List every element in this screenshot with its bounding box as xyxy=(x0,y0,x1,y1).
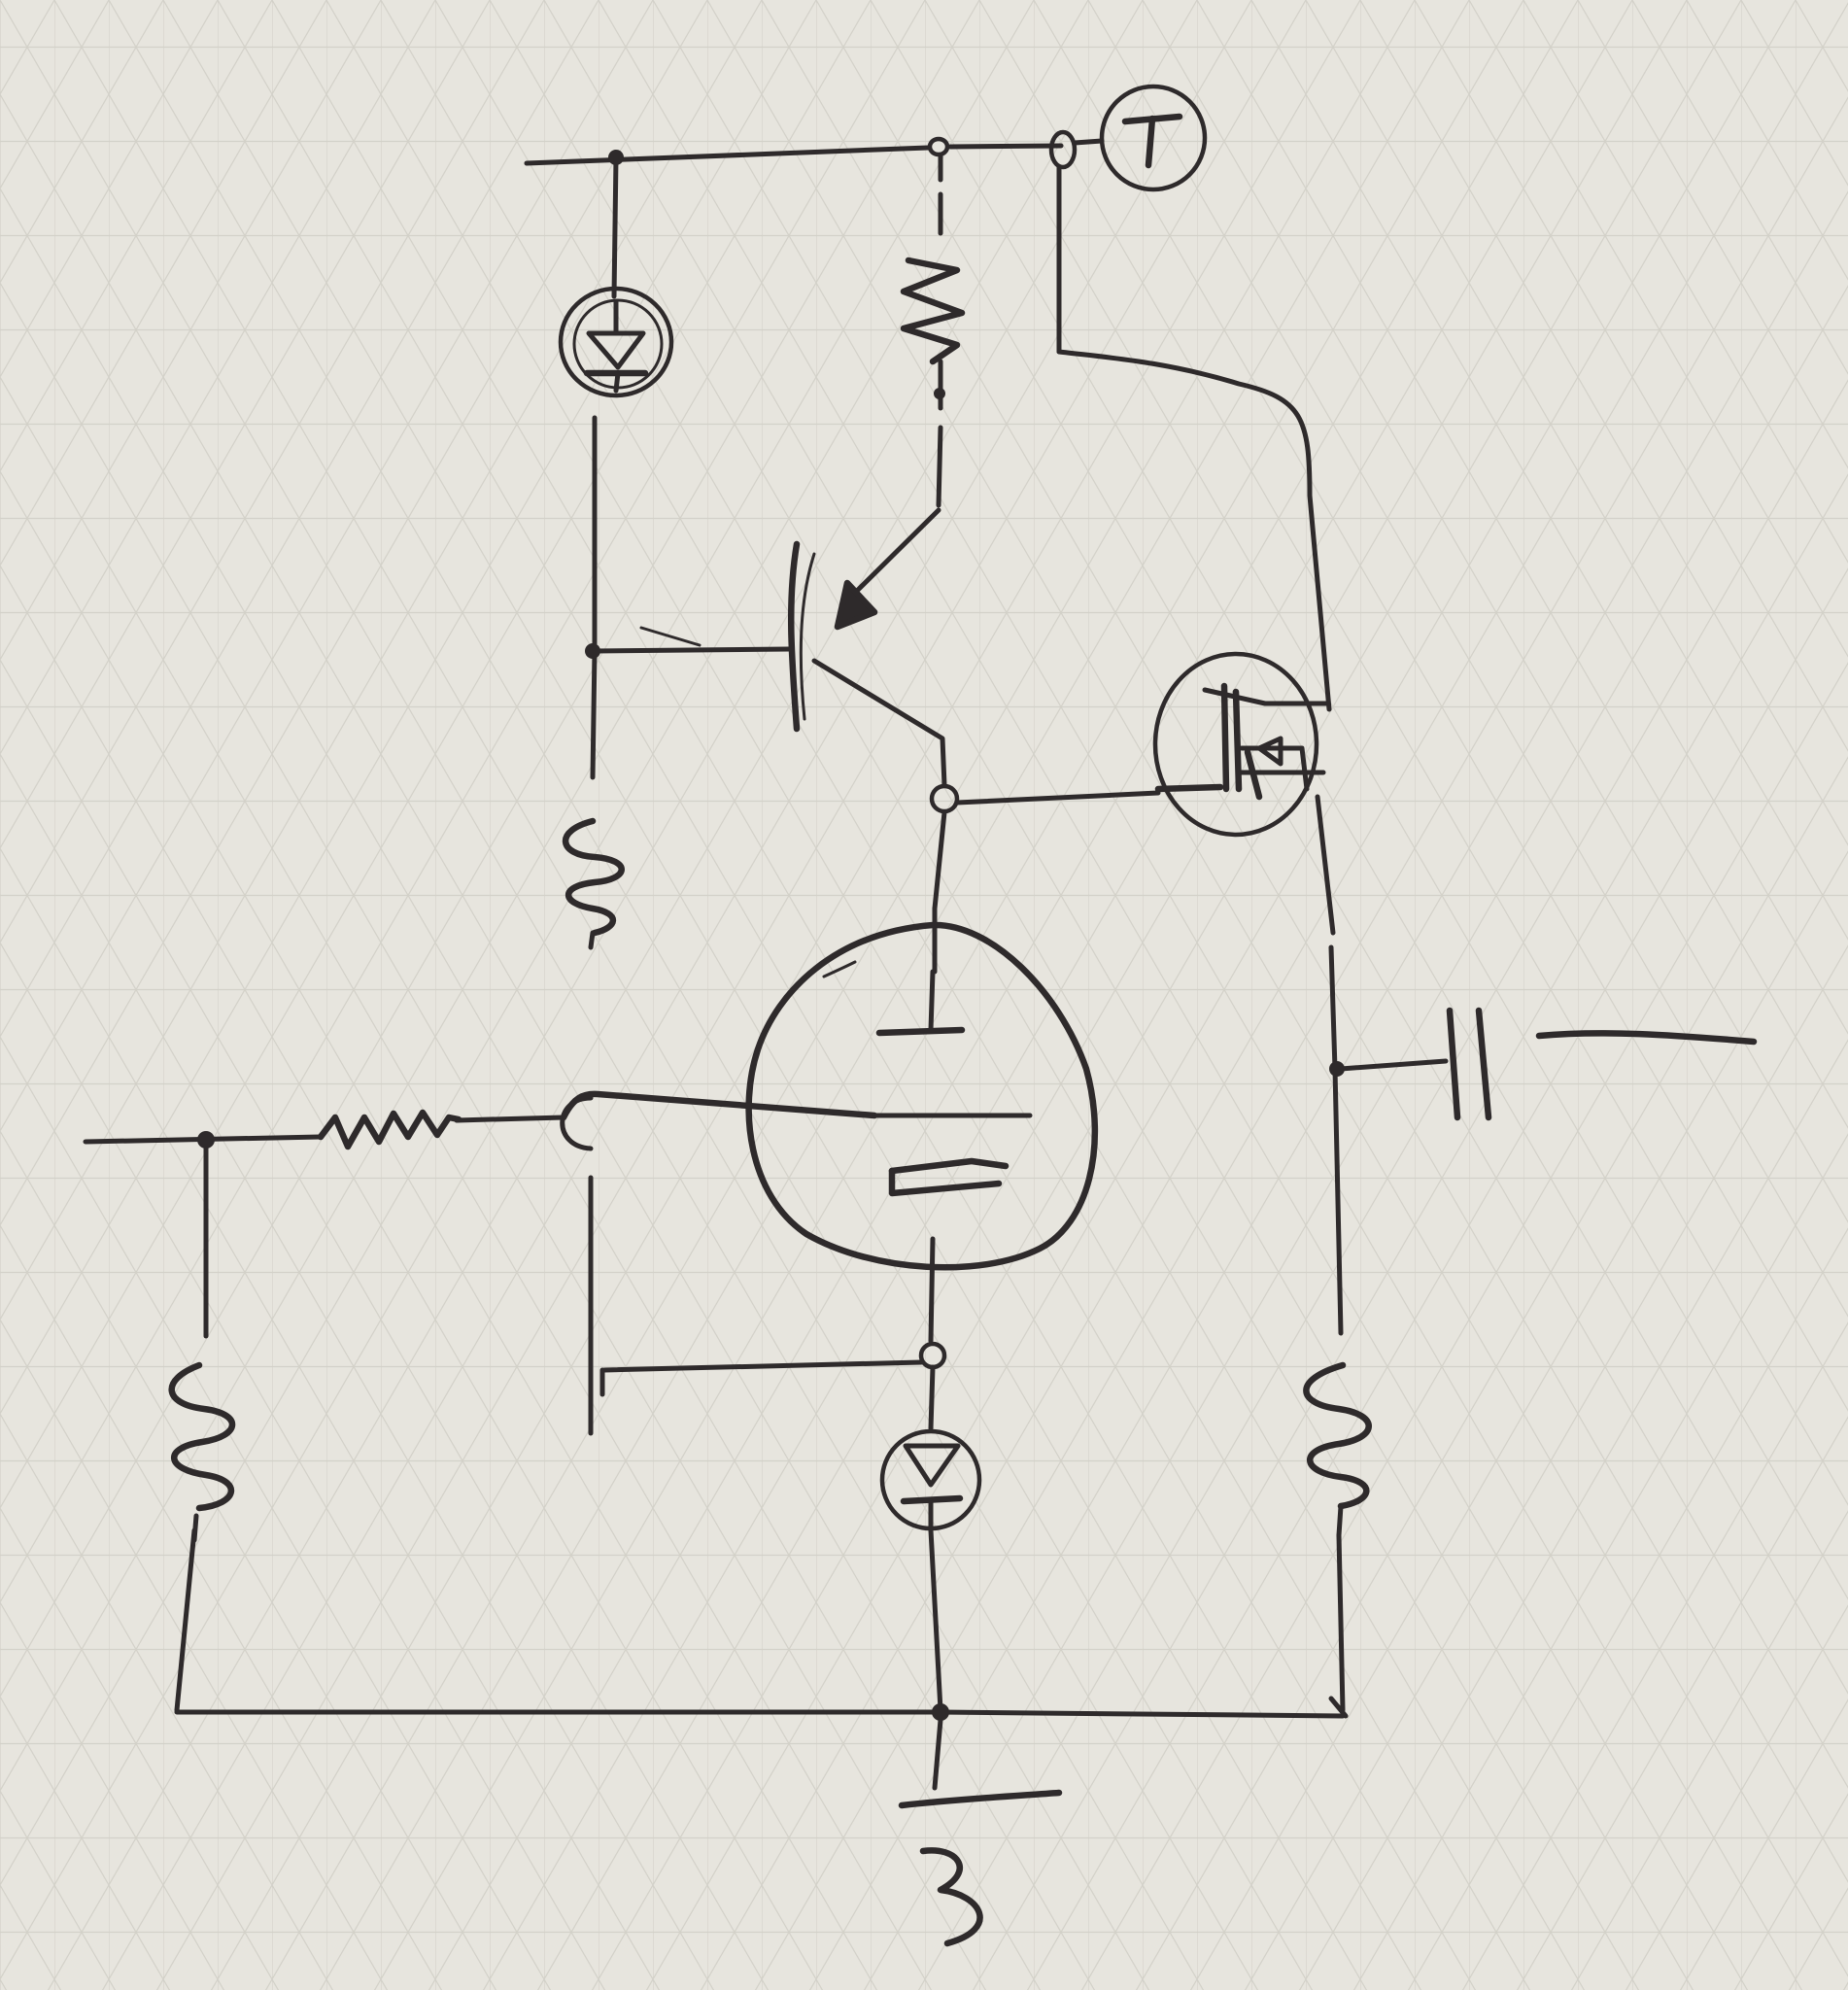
zener-diode-top xyxy=(558,286,674,398)
resistor-load xyxy=(1303,1361,1372,1538)
resistor-input-shunt xyxy=(168,1146,236,1713)
power-supply-symbol xyxy=(1072,84,1208,192)
zener-diode-bottom xyxy=(879,1341,982,1713)
collector-node xyxy=(929,783,1161,975)
op-amp-vacuum-tube xyxy=(745,921,1099,1344)
left-branch-wires xyxy=(585,154,619,780)
pnp-transistor xyxy=(592,507,947,788)
right-rail xyxy=(1315,794,1346,1713)
resistor-input xyxy=(317,1109,462,1150)
ground-symbol xyxy=(898,1717,1063,1947)
resistor-emitter xyxy=(900,153,966,508)
resistor-bias xyxy=(562,817,625,950)
left-branch-lower xyxy=(588,1175,924,1436)
capacitor-output xyxy=(1338,1007,1758,1121)
crossover-hop xyxy=(560,1095,594,1151)
mosfet-drain-wire xyxy=(1056,164,1332,712)
mosfet xyxy=(1152,651,1329,838)
bottom-rail xyxy=(174,1696,1349,1721)
